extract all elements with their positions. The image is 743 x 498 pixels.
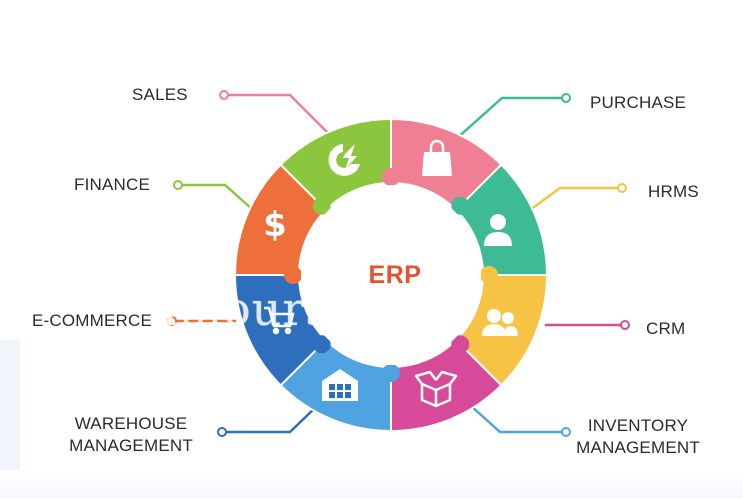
shopping-bag-icon bbox=[422, 139, 452, 176]
connector-ecommerce bbox=[167, 316, 236, 326]
label-inventory: INVENTORY MANAGEMENT bbox=[572, 415, 704, 459]
center-disc bbox=[301, 185, 481, 365]
puzzle-knob bbox=[451, 196, 470, 215]
open-box-icon bbox=[414, 370, 458, 408]
puzzle-knob bbox=[480, 266, 498, 284]
erp-title: ERP bbox=[368, 261, 422, 289]
label-finance: FINANCE bbox=[74, 175, 151, 194]
puzzle-knob bbox=[382, 168, 400, 186]
connector-sales bbox=[219, 90, 336, 141]
connector-hrms bbox=[529, 183, 627, 212]
label-sales: SALES bbox=[132, 85, 188, 104]
label-warehouse: WAREHOUSE MANAGEMENT bbox=[66, 413, 196, 457]
sales-icon bbox=[328, 144, 360, 176]
puzzle-knob bbox=[382, 364, 400, 382]
puzzle-knob bbox=[284, 266, 302, 284]
background-panel bbox=[0, 340, 20, 498]
puzzle-knob bbox=[312, 196, 331, 215]
puzzle-knob bbox=[451, 335, 470, 354]
label-purchase: PURCHASE bbox=[590, 93, 687, 112]
erp-ring bbox=[233, 117, 549, 433]
connector-purchase bbox=[454, 93, 571, 141]
bottom-band bbox=[0, 470, 743, 498]
label-hrms: HRMS bbox=[648, 182, 699, 201]
svg-text:$: $ bbox=[263, 205, 287, 245]
label-warehouse-line1: WAREHOUSE bbox=[74, 414, 188, 433]
puzzle-knob bbox=[312, 335, 331, 354]
warehouse-icon bbox=[322, 369, 358, 401]
label-warehouse-line2: MANAGEMENT bbox=[69, 436, 193, 455]
label-inventory-line1: INVENTORY bbox=[587, 416, 689, 435]
shopping-cart-icon bbox=[264, 306, 295, 335]
group-icon bbox=[482, 309, 518, 336]
connector-crm bbox=[545, 320, 630, 330]
dollar-icon: $ bbox=[263, 205, 287, 245]
label-ecommerce: E-COMMERCE bbox=[32, 311, 153, 330]
connector-warehouse bbox=[217, 404, 319, 437]
label-inventory-line2: MANAGEMENT bbox=[576, 438, 700, 457]
label-crm: CRM bbox=[646, 319, 686, 338]
connector-inventory bbox=[469, 404, 571, 437]
user-icon bbox=[484, 214, 512, 246]
watermark: amourscou bbox=[150, 282, 417, 336]
